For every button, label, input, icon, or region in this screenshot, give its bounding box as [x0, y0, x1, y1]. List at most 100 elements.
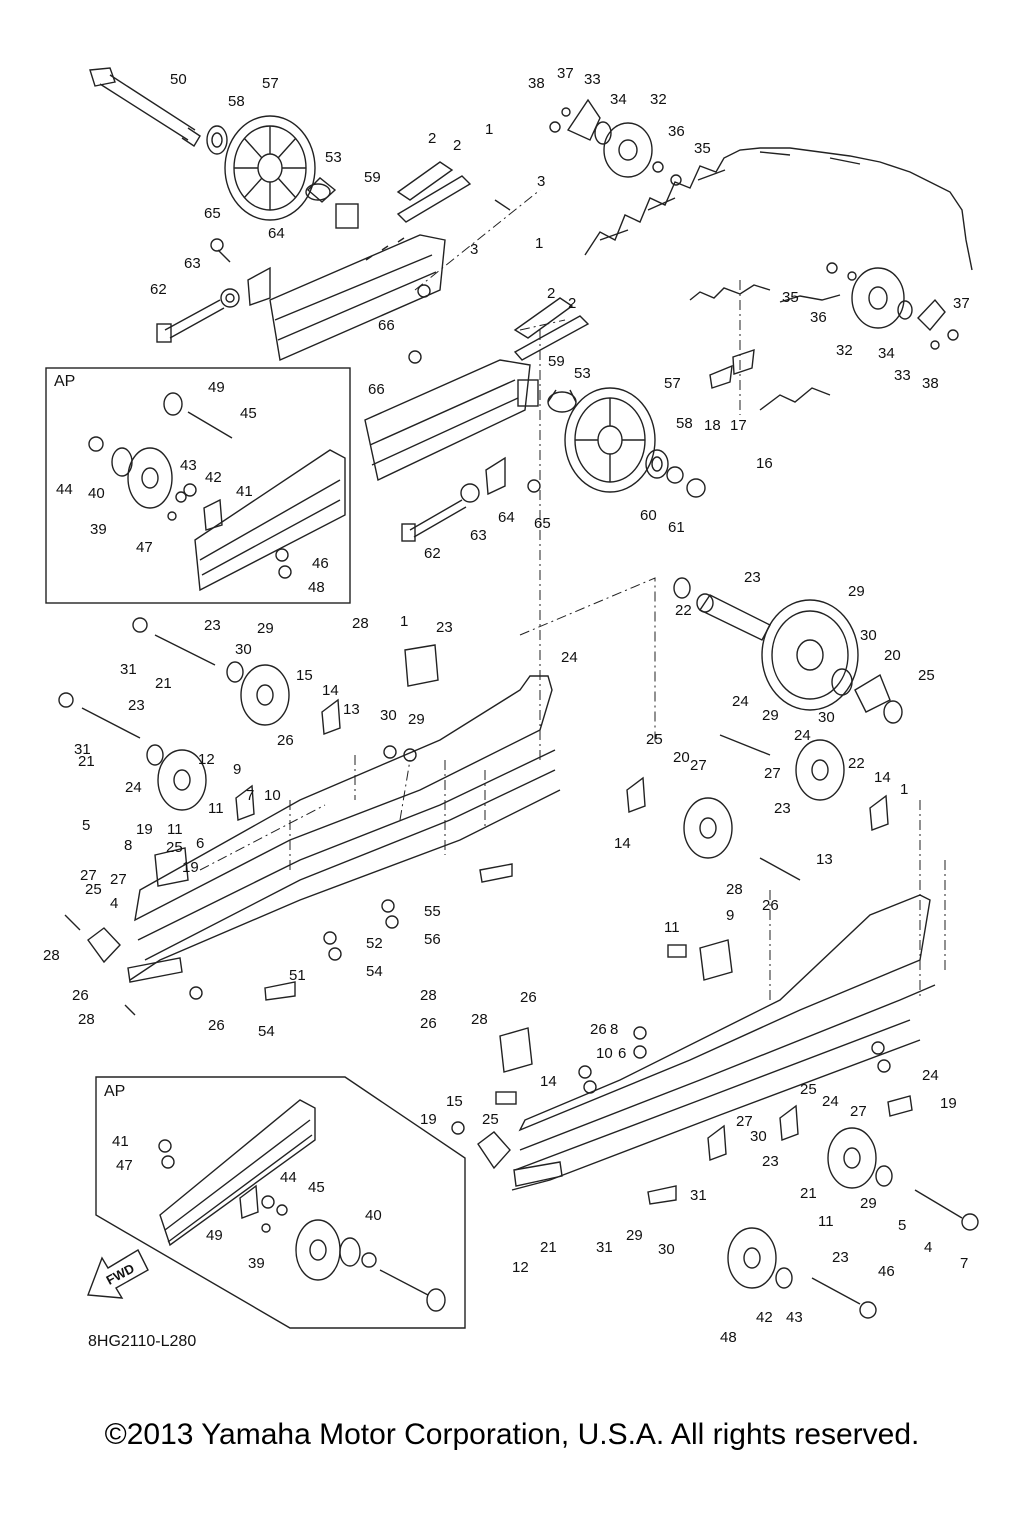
- part-callout-54[interactable]: 54: [366, 963, 383, 980]
- part-callout-44[interactable]: 44: [56, 481, 73, 498]
- part-callout-22[interactable]: 22: [848, 755, 865, 772]
- part-callout-53[interactable]: 53: [574, 365, 591, 382]
- part-callout-57[interactable]: 57: [664, 375, 681, 392]
- part-callout-21[interactable]: 21: [155, 675, 172, 692]
- part-callout-37[interactable]: 37: [557, 65, 574, 82]
- part-callout-46[interactable]: 46: [312, 555, 329, 572]
- part-callout-41[interactable]: 41: [236, 483, 253, 500]
- part-callout-25[interactable]: 25: [85, 881, 102, 898]
- part-callout-28[interactable]: 28: [471, 1011, 488, 1028]
- part-callout-11[interactable]: 11: [208, 800, 224, 817]
- part-callout-46[interactable]: 46: [878, 1263, 895, 1280]
- part-callout-33[interactable]: 33: [894, 367, 911, 384]
- part-callout-1[interactable]: 1: [485, 121, 493, 138]
- part-callout-63[interactable]: 63: [470, 527, 487, 544]
- part-callout-10[interactable]: 10: [596, 1045, 613, 1062]
- part-callout-35[interactable]: 35: [782, 289, 799, 306]
- part-callout-30[interactable]: 30: [818, 709, 835, 726]
- part-callout-41[interactable]: 41: [112, 1133, 129, 1150]
- part-callout-54[interactable]: 54: [258, 1023, 275, 1040]
- part-callout-36[interactable]: 36: [810, 309, 827, 326]
- part-callout-26[interactable]: 26: [277, 732, 294, 749]
- part-callout-15[interactable]: 15: [446, 1093, 463, 1110]
- part-callout-28[interactable]: 28: [43, 947, 60, 964]
- part-callout-45[interactable]: 45: [308, 1179, 325, 1196]
- part-callout-24[interactable]: 24: [822, 1093, 839, 1110]
- part-callout-42[interactable]: 42: [756, 1309, 773, 1326]
- part-callout-39[interactable]: 39: [90, 521, 107, 538]
- part-callout-38[interactable]: 38: [922, 375, 939, 392]
- part-callout-31[interactable]: 31: [690, 1187, 707, 1204]
- part-callout-2[interactable]: 2: [428, 130, 436, 147]
- part-callout-27[interactable]: 27: [736, 1113, 753, 1130]
- part-callout-66[interactable]: 66: [368, 381, 385, 398]
- part-callout-5[interactable]: 5: [82, 817, 90, 834]
- part-callout-57[interactable]: 57: [262, 75, 279, 92]
- part-callout-28[interactable]: 28: [78, 1011, 95, 1028]
- part-callout-34[interactable]: 34: [878, 345, 895, 362]
- part-callout-1[interactable]: 1: [535, 235, 543, 252]
- part-callout-4[interactable]: 4: [924, 1239, 932, 1256]
- part-callout-7[interactable]: 7: [960, 1255, 968, 1272]
- part-callout-62[interactable]: 62: [150, 281, 167, 298]
- part-callout-43[interactable]: 43: [786, 1309, 803, 1326]
- part-callout-28[interactable]: 28: [726, 881, 743, 898]
- part-callout-22[interactable]: 22: [675, 602, 692, 619]
- part-callout-14[interactable]: 14: [874, 769, 891, 786]
- part-callout-32[interactable]: 32: [836, 342, 853, 359]
- part-callout-20[interactable]: 20: [884, 647, 901, 664]
- part-callout-44[interactable]: 44: [280, 1169, 297, 1186]
- part-callout-3[interactable]: 3: [470, 241, 478, 258]
- part-callout-23[interactable]: 23: [832, 1249, 849, 1266]
- part-callout-14[interactable]: 14: [614, 835, 631, 852]
- part-callout-9[interactable]: 9: [726, 907, 734, 924]
- part-callout-1[interactable]: 1: [900, 781, 908, 798]
- part-callout-48[interactable]: 48: [308, 579, 325, 596]
- part-callout-26[interactable]: 26: [590, 1021, 607, 1038]
- part-callout-8[interactable]: 8: [610, 1021, 618, 1038]
- part-callout-14[interactable]: 14: [322, 682, 339, 699]
- part-callout-35[interactable]: 35: [694, 140, 711, 157]
- part-callout-27[interactable]: 27: [690, 757, 707, 774]
- part-callout-23[interactable]: 23: [436, 619, 453, 636]
- part-callout-39[interactable]: 39: [248, 1255, 265, 1272]
- part-callout-24[interactable]: 24: [922, 1067, 939, 1084]
- part-callout-45[interactable]: 45: [240, 405, 257, 422]
- part-callout-24[interactable]: 24: [794, 727, 811, 744]
- part-callout-29[interactable]: 29: [762, 707, 779, 724]
- part-callout-23[interactable]: 23: [774, 800, 791, 817]
- part-callout-29[interactable]: 29: [860, 1195, 877, 1212]
- part-callout-53[interactable]: 53: [325, 149, 342, 166]
- part-callout-25[interactable]: 25: [482, 1111, 499, 1128]
- part-callout-24[interactable]: 24: [125, 779, 142, 796]
- part-callout-27[interactable]: 27: [80, 867, 97, 884]
- part-callout-38[interactable]: 38: [528, 75, 545, 92]
- part-callout-58[interactable]: 58: [228, 93, 245, 110]
- part-callout-11[interactable]: 11: [664, 919, 680, 936]
- part-callout-23[interactable]: 23: [128, 697, 145, 714]
- part-callout-31[interactable]: 31: [596, 1239, 613, 1256]
- part-callout-2[interactable]: 2: [453, 137, 461, 154]
- part-callout-21[interactable]: 21: [540, 1239, 557, 1256]
- part-callout-58[interactable]: 58: [676, 415, 693, 432]
- part-callout-24[interactable]: 24: [732, 693, 749, 710]
- part-callout-43[interactable]: 43: [180, 457, 197, 474]
- part-callout-21[interactable]: 21: [78, 753, 95, 770]
- part-callout-17[interactable]: 17: [730, 417, 747, 434]
- part-callout-26[interactable]: 26: [420, 1015, 437, 1032]
- part-callout-36[interactable]: 36: [668, 123, 685, 140]
- part-callout-52[interactable]: 52: [366, 935, 383, 952]
- part-callout-25[interactable]: 25: [918, 667, 935, 684]
- part-callout-19[interactable]: 19: [136, 821, 153, 838]
- part-callout-26[interactable]: 26: [520, 989, 537, 1006]
- part-callout-27[interactable]: 27: [110, 871, 127, 888]
- part-callout-66[interactable]: 66: [378, 317, 395, 334]
- part-callout-12[interactable]: 12: [512, 1259, 529, 1276]
- part-callout-26[interactable]: 26: [72, 987, 89, 1004]
- part-callout-6[interactable]: 6: [618, 1045, 626, 1062]
- part-callout-6[interactable]: 6: [196, 835, 204, 852]
- part-callout-49[interactable]: 49: [208, 379, 225, 396]
- part-callout-18[interactable]: 18: [704, 417, 721, 434]
- part-callout-65[interactable]: 65: [204, 205, 221, 222]
- part-callout-34[interactable]: 34: [610, 91, 627, 108]
